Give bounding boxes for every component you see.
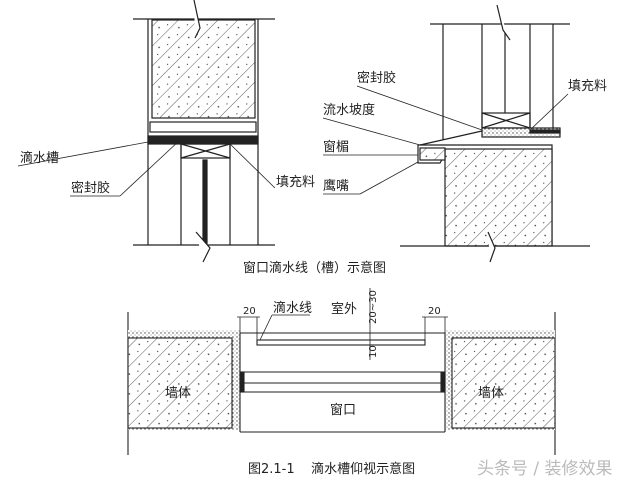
sealant-strip: [147, 135, 259, 145]
top-caption: 窗口滴水线（槽）示意图: [243, 260, 386, 276]
concrete-wall: [444, 148, 553, 247]
label-sealant-left: 密封胶: [71, 180, 110, 196]
dim-width: 10: [368, 345, 379, 358]
dim-right: 20: [428, 306, 441, 317]
lintel-section-left: [17, 0, 276, 263]
label-filler-right: 填充料: [568, 78, 607, 94]
break-symbol: [193, 0, 201, 39]
label-drip-groove: 滴水槽: [20, 150, 59, 166]
dim-left: 20: [243, 306, 256, 317]
label-wall-right: 墙体: [478, 386, 504, 401]
soffit-view: [127, 288, 556, 455]
label-eagle-beak: 鹰嘴: [323, 178, 349, 194]
label-sealant-right: 密封胶: [357, 70, 396, 86]
label-outdoor: 室外: [331, 301, 357, 317]
label-lintel: 窗楣: [323, 139, 349, 155]
sill-section-right: [322, 4, 590, 263]
label-drip-line: 滴水线: [273, 300, 312, 316]
dim-depth: 20~30: [368, 290, 379, 324]
label-wall-left: 墙体: [165, 386, 191, 401]
concrete-lintel: [151, 19, 256, 119]
label-drain-slope: 流水坡度: [323, 102, 375, 118]
label-filler-left: 填充料: [276, 174, 315, 190]
drip-line: [256, 339, 426, 346]
label-window-opening: 窗口: [330, 402, 356, 418]
watermark: 头条号 / 装修效果: [477, 459, 613, 479]
wall-left: [127, 337, 233, 429]
bottom-caption: 图2.1-1 滴水槽仰视示意图: [248, 461, 415, 477]
wall-right: [451, 337, 556, 429]
